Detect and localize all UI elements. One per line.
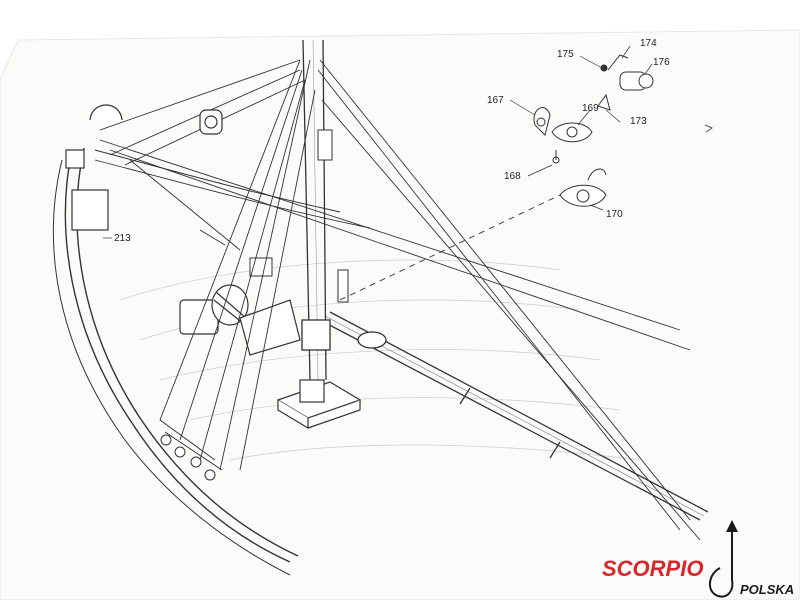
callout-170: 170 bbox=[606, 209, 623, 220]
scorpio-stinger-icon bbox=[726, 520, 738, 532]
callout-168: 168 bbox=[504, 171, 521, 182]
corner-mark bbox=[704, 124, 714, 133]
callout-167: 167 bbox=[487, 95, 504, 106]
callout-173: 173 bbox=[630, 116, 647, 127]
callout-176: 176 bbox=[653, 57, 670, 68]
bow-fittings bbox=[65, 104, 223, 231]
callout-213: 213 bbox=[114, 233, 131, 244]
rigging bbox=[99, 59, 701, 541]
mast bbox=[301, 39, 331, 381]
scorpio-tail-icon bbox=[709, 524, 734, 598]
logo-subtitle-text: POLSKA bbox=[740, 582, 794, 597]
callout-174: 174 bbox=[640, 38, 657, 49]
scorpio-polska-logo: SCORPIO POLSKA bbox=[602, 520, 794, 598]
belaying-pins bbox=[159, 419, 223, 481]
callout-175: 175 bbox=[557, 49, 574, 60]
bowsprit-spar bbox=[319, 311, 709, 521]
logo-brand-text: SCORPIO bbox=[602, 556, 703, 581]
mast-step bbox=[276, 379, 362, 430]
projection-line bbox=[339, 194, 561, 301]
callout-169: 169 bbox=[582, 103, 599, 114]
detail-parts bbox=[533, 54, 654, 207]
leader-lines bbox=[103, 45, 653, 239]
mast-fitting bbox=[249, 129, 349, 303]
